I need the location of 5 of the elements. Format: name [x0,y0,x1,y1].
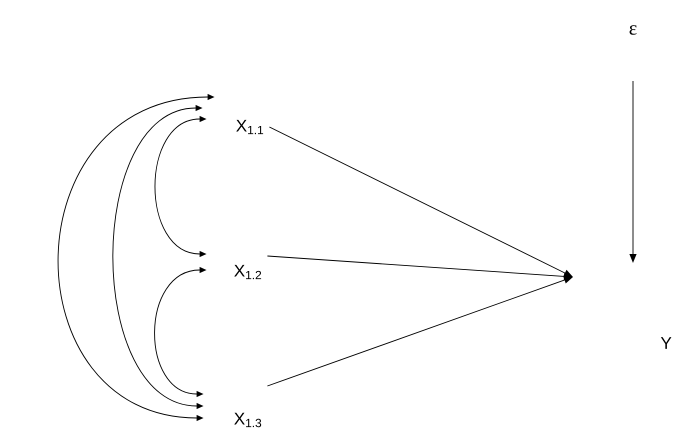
variable-label: Y [660,337,672,349]
variable-label: X$_{1.2}$ [234,264,262,280]
variable-label: X$_{1.3}$ [234,412,262,428]
epsilon-label: ε [630,25,637,35]
variable-label: X$_{1.1}$ [236,120,264,134]
